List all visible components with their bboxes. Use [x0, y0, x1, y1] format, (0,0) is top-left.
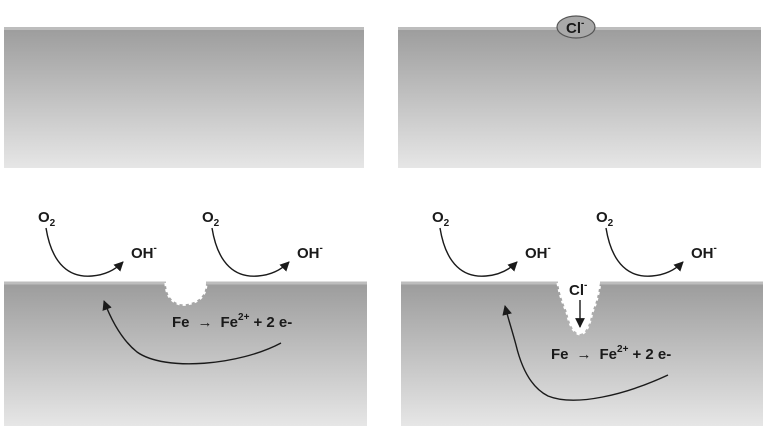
- hydroxide-label-left: OH-: [525, 243, 551, 262]
- metal-block: [4, 27, 364, 168]
- reduction-arrow-right: [605, 227, 684, 277]
- pit-edge: [164, 282, 208, 306]
- panel-bottom-right: O2 OH- O2 OH- Cl- Fe→Fe2++ 2 e-: [401, 209, 763, 426]
- metal-block: [398, 27, 761, 168]
- electron-flow-arrow: [502, 305, 669, 401]
- pit-edge: [556, 282, 602, 336]
- oxygen-label-left: O2: [38, 209, 56, 229]
- chloride-ion-label: Cl-: [566, 18, 584, 37]
- panel-top-right: Cl-: [398, 15, 761, 168]
- panel-bottom-left: O2 OH- O2 OH- Fe→Fe2++ 2 e-: [4, 209, 367, 426]
- oxygen-label-right: O2: [596, 209, 614, 229]
- electron-flow-arrow: [102, 300, 282, 365]
- oxygen-label-left: O2: [432, 209, 450, 229]
- reduction-arrow-left: [45, 227, 124, 277]
- panel-top-left: [4, 27, 364, 168]
- hydroxide-label-left: OH-: [131, 243, 157, 262]
- metal-block-with-pit: [4, 283, 367, 426]
- oxidation-equation: Fe→Fe2++ 2 e-: [172, 312, 292, 331]
- chloride-ion-bubble: [556, 15, 596, 39]
- hydroxide-label-right: OH-: [297, 243, 323, 262]
- oxygen-label-right: O2: [202, 209, 220, 229]
- metal-block-with-pit: [401, 283, 763, 426]
- metal-surface: [4, 27, 364, 30]
- reduction-arrow-right: [211, 227, 290, 277]
- oxidation-equation: Fe→Fe2++ 2 e-: [551, 344, 671, 363]
- reduction-arrow-left: [439, 227, 518, 277]
- hydroxide-label-right: OH-: [691, 243, 717, 262]
- pit-chloride-label: Cl-: [569, 280, 587, 299]
